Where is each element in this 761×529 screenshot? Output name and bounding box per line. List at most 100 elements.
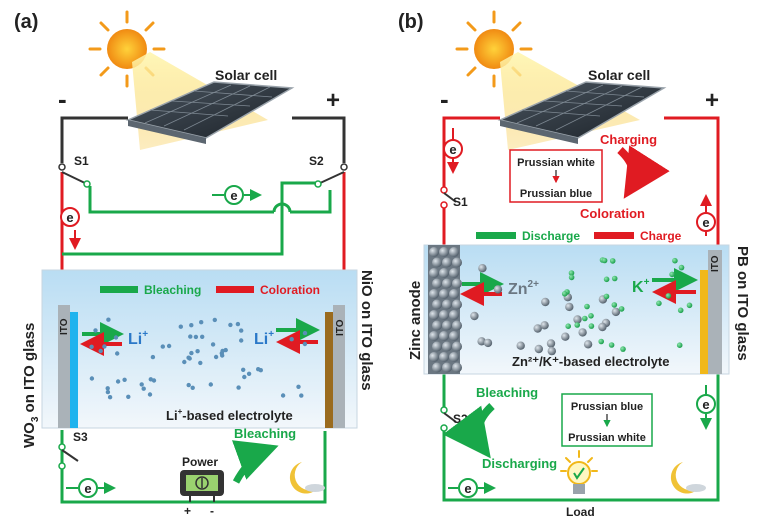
zinc-ball xyxy=(449,310,459,320)
li-particle xyxy=(256,367,261,372)
zinc-ball xyxy=(449,352,459,362)
switch-s1-label: S1 xyxy=(453,195,468,209)
zinc-ball xyxy=(429,268,439,278)
zinc-anode-particles xyxy=(429,247,462,373)
zinc-ball xyxy=(432,362,442,373)
zn-particle xyxy=(583,340,593,349)
li-particle xyxy=(126,394,131,399)
li-particle xyxy=(210,342,216,347)
zn-particle xyxy=(565,302,574,312)
discharging-arrow xyxy=(442,403,495,459)
li-particle xyxy=(147,392,153,397)
k-particle xyxy=(568,270,575,276)
k-particle xyxy=(601,257,608,264)
plus-terminal: + xyxy=(326,87,340,114)
legend-discharge-label: Discharge xyxy=(522,229,580,243)
li-particle xyxy=(236,385,241,390)
switch-s2[interactable] xyxy=(314,163,348,188)
ion-arrows-zn xyxy=(460,272,504,306)
li-particle xyxy=(190,385,195,390)
zinc-anode-label: Zinc anode xyxy=(407,281,424,360)
zinc-ball xyxy=(439,268,449,278)
zinc-ball xyxy=(449,289,459,299)
zinc-ball xyxy=(449,268,459,278)
zinc-ball xyxy=(452,320,462,331)
switch-s1[interactable] xyxy=(440,186,457,209)
li-ion-label: Li+ xyxy=(254,329,274,348)
electron-marker: e xyxy=(66,478,116,498)
wo3-label: WO3 on ITO glass xyxy=(21,323,41,448)
li-particle xyxy=(220,353,225,358)
zn-particle xyxy=(598,322,607,332)
k-particle xyxy=(603,276,610,283)
zinc-ball xyxy=(439,289,449,299)
k-particle xyxy=(665,293,672,299)
panel-b-label: (b) xyxy=(398,11,424,33)
legend-charge-swatch xyxy=(594,232,634,239)
sun-icon xyxy=(88,10,166,88)
charging-arrow xyxy=(617,145,670,199)
k-particle xyxy=(582,315,588,322)
li-particle xyxy=(213,354,219,360)
electron-marker: e xyxy=(212,185,262,205)
k-particle xyxy=(603,293,610,300)
zinc-ball xyxy=(452,362,462,373)
panel-b: (b) Solar cell - + xyxy=(398,10,751,519)
charging-label: Charging xyxy=(600,132,657,147)
zinc-ball xyxy=(429,289,439,299)
box1-line2: Prussian blue xyxy=(520,188,592,200)
ion-arrows-right xyxy=(276,318,320,354)
k-particle xyxy=(678,264,685,271)
zinc-ball xyxy=(432,257,442,268)
li-particles xyxy=(89,317,308,400)
k-particle xyxy=(588,323,595,329)
minus-terminal: - xyxy=(440,84,449,114)
light-bulb-icon xyxy=(560,450,598,494)
switch-s2-label: S2 xyxy=(309,154,324,168)
li-particle xyxy=(105,386,110,391)
k-particle xyxy=(561,291,568,297)
bleaching-arrow xyxy=(231,440,279,484)
zinc-ball xyxy=(452,278,462,289)
svg-text:e: e xyxy=(449,142,456,157)
zn-particle xyxy=(578,328,587,337)
li-particle xyxy=(107,395,113,400)
zn-particle xyxy=(483,338,493,348)
zinc-ball xyxy=(439,247,449,257)
ito-label-right: ITO xyxy=(335,319,346,336)
k-particle xyxy=(609,258,616,264)
k-particle xyxy=(676,342,683,349)
zinc-ball xyxy=(432,278,442,289)
minus-terminal: - xyxy=(58,84,67,114)
k-particle xyxy=(672,257,678,264)
ion-arrows-left xyxy=(80,322,124,356)
li-particle xyxy=(148,377,153,382)
nio-label: NiO on ITO glass xyxy=(358,270,375,391)
li-particle xyxy=(239,328,244,333)
svg-text:e: e xyxy=(702,215,709,230)
k-particle xyxy=(598,338,604,345)
zn-particle xyxy=(573,315,582,324)
switch-s1[interactable] xyxy=(58,163,91,188)
power-label: Power xyxy=(182,455,218,469)
electron-marker: e xyxy=(696,385,716,430)
li-particle xyxy=(189,323,194,328)
electron-marker: e xyxy=(60,207,81,250)
li-particle xyxy=(208,382,213,387)
legend-coloration-swatch xyxy=(216,286,254,293)
zinc-ball xyxy=(429,310,439,320)
panel-a: (a) Solar cell - + xyxy=(14,10,375,518)
zinc-ball xyxy=(442,362,452,373)
switch-s3[interactable] xyxy=(58,443,79,470)
legend-bleaching-swatch xyxy=(100,286,138,293)
zinc-ball xyxy=(449,247,459,257)
moon-icon xyxy=(289,462,325,494)
li-particle xyxy=(280,393,286,398)
moon-icon xyxy=(670,462,706,494)
zinc-ball xyxy=(452,299,462,310)
panel-a-label: (a) xyxy=(14,11,38,33)
electron-marker: e xyxy=(443,128,463,174)
zinc-ball xyxy=(442,278,452,289)
k-particle xyxy=(565,323,571,330)
li-particle xyxy=(223,347,228,353)
